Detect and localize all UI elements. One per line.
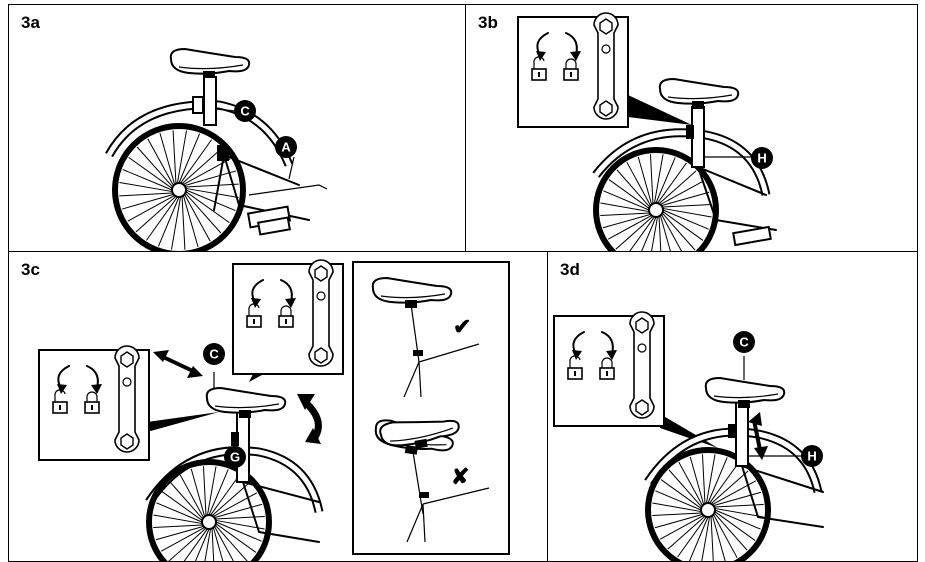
svg-text:C: C xyxy=(240,104,250,119)
rear-wheel-icon xyxy=(149,462,269,562)
callout-c: C xyxy=(234,100,256,122)
callout-g: G xyxy=(224,446,246,468)
callout-c: C xyxy=(203,343,225,365)
rotate-arrow-icon xyxy=(297,394,321,444)
saddle-icon xyxy=(171,49,249,79)
callout-h: H xyxy=(801,445,823,467)
svg-text:C: C xyxy=(739,335,749,350)
double-arrow-icon xyxy=(153,350,203,378)
panel-3c: 3c C xyxy=(8,251,548,562)
svg-text:H: H xyxy=(757,151,766,166)
panel-3a-illustration: C A xyxy=(9,5,466,252)
panel-3d: 3d C H xyxy=(547,251,918,562)
svg-text:A: A xyxy=(281,140,291,155)
saddle-icon xyxy=(706,378,784,408)
panel-3d-illustration: C H xyxy=(548,252,918,562)
svg-text:C: C xyxy=(209,347,219,362)
panel-3b: 3b H xyxy=(465,4,918,252)
lock-wrench-inset-top xyxy=(233,260,343,374)
lock-wrench-inset-left xyxy=(39,346,149,460)
lock-wrench-inset xyxy=(554,312,664,426)
panel-3c-illustration: C G ✔ ✘ xyxy=(9,252,548,562)
callout-h: H xyxy=(751,147,773,169)
panel-3b-illustration: H xyxy=(466,5,918,252)
check-mark-icon: ✔ xyxy=(453,314,471,339)
cross-mark-icon: ✘ xyxy=(451,464,469,489)
svg-text:G: G xyxy=(230,450,240,465)
saddle-alignment-inset: ✔ ✘ xyxy=(353,262,509,554)
lock-wrench-inset xyxy=(518,13,628,127)
rear-wheel-icon xyxy=(115,126,243,252)
saddle-icon xyxy=(207,388,285,418)
callout-c: C xyxy=(733,331,755,353)
saddle-icon xyxy=(660,79,738,109)
callout-a: A xyxy=(275,136,297,158)
svg-text:H: H xyxy=(807,449,816,464)
rear-wheel-icon xyxy=(648,450,768,562)
panel-3a: 3a C A xyxy=(8,4,466,252)
